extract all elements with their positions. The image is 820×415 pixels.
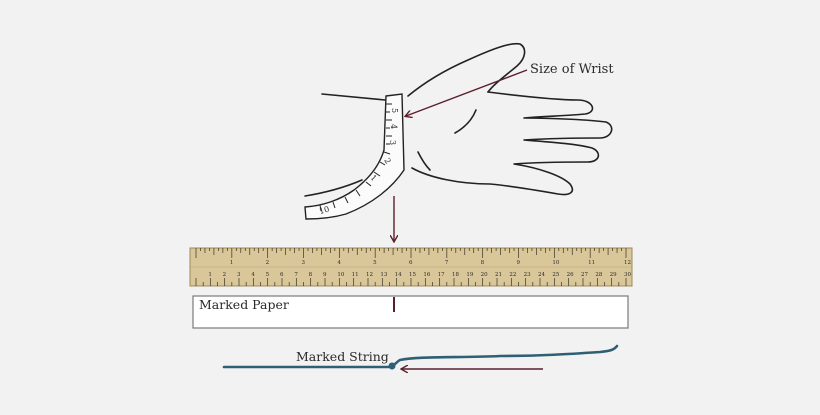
thumb-outline xyxy=(407,42,526,97)
ruler-cm-label: 10 xyxy=(337,272,344,278)
tape-body xyxy=(304,93,405,220)
ruler-cm-label: 3 xyxy=(237,272,241,278)
tape-mark-3: 3 xyxy=(388,140,397,145)
ruler-cm-label: 24 xyxy=(538,272,545,278)
ruler-inch-label: 12 xyxy=(624,260,631,266)
ruler-cm-label: 25 xyxy=(552,272,559,278)
fingers-outline xyxy=(411,91,613,196)
ruler-cm-label: 16 xyxy=(423,272,430,278)
tape-mark-1: 1 xyxy=(369,173,379,183)
ruler-cm-label: 8 xyxy=(309,272,313,278)
ruler-cm-label: 7 xyxy=(294,272,298,278)
ruler-inch-label: 7 xyxy=(445,260,449,266)
wrist-crease xyxy=(417,151,431,171)
ruler-cm-label: 30 xyxy=(624,272,631,278)
marked-paper: Marked Paper xyxy=(192,295,629,329)
ruler-cm-label: 14 xyxy=(395,272,402,278)
ruler-cm-label: 26 xyxy=(567,272,574,278)
ruler-cm-label: 4 xyxy=(251,272,255,278)
ruler-inch-label: 8 xyxy=(481,260,485,266)
ruler-inch-label: 6 xyxy=(409,260,413,266)
forearm-bottom-edge xyxy=(304,179,363,197)
ruler-inch-label: 1 xyxy=(230,260,234,266)
ruler-cm-label: 20 xyxy=(481,272,488,278)
ruler-inch-label: 9 xyxy=(517,260,521,266)
ruler-inch-label: 11 xyxy=(588,260,595,266)
paper-body xyxy=(192,295,629,329)
ruler-cm-label: 15 xyxy=(409,272,416,278)
ruler-cm-label: 28 xyxy=(595,272,602,278)
ruler-cm-label: 22 xyxy=(509,272,516,278)
marked-string: Marked String xyxy=(222,344,619,370)
ruler-cm-label: 27 xyxy=(581,272,588,278)
string-line xyxy=(222,344,619,369)
ruler-cm-label: 13 xyxy=(380,272,387,278)
string-knot xyxy=(388,362,396,370)
ruler-inch-label: 3 xyxy=(302,260,306,266)
ruler-cm-label: 6 xyxy=(280,272,284,278)
tape-mark-10: 10 xyxy=(318,205,330,216)
ruler-cm-label: 5 xyxy=(266,272,270,278)
wrist-size-arrow xyxy=(406,69,528,116)
ruler-cm-label: 2 xyxy=(223,272,227,278)
marked-string-label: Marked String xyxy=(296,349,389,364)
wrist-size-label: Size of Wrist xyxy=(530,62,614,77)
ruler-cm-label: 18 xyxy=(452,272,459,278)
ruler-inch-label: 5 xyxy=(373,260,377,266)
ruler-cm-label: 17 xyxy=(438,272,445,278)
ruler-cm-label: 29 xyxy=(610,272,617,278)
ruler-inch-label: 10 xyxy=(552,260,559,266)
hand-illustration xyxy=(304,42,613,197)
ruler-inch-label: 2 xyxy=(266,260,270,266)
ruler-cm-label: 9 xyxy=(323,272,327,278)
ruler-cm-label: 19 xyxy=(466,272,473,278)
palm-crease xyxy=(454,109,477,134)
tape-mark-4: 4 xyxy=(389,124,398,129)
ruler-cm-label: 23 xyxy=(524,272,531,278)
forearm-top-edge xyxy=(321,93,386,101)
ruler-cm-label: 12 xyxy=(366,272,373,278)
ruler-cm-label: 11 xyxy=(352,272,359,278)
ruler-cm-label: 1 xyxy=(208,272,212,278)
marked-paper-label: Marked Paper xyxy=(199,297,289,312)
tape-mark-2: 2 xyxy=(382,157,392,166)
ruler-cm-label: 21 xyxy=(495,272,502,278)
ruler-inch-label: 4 xyxy=(337,260,341,266)
tape-mark-5: 5 xyxy=(390,108,399,113)
measuring-tape: 5 4 3 2 1 10 xyxy=(304,93,405,220)
